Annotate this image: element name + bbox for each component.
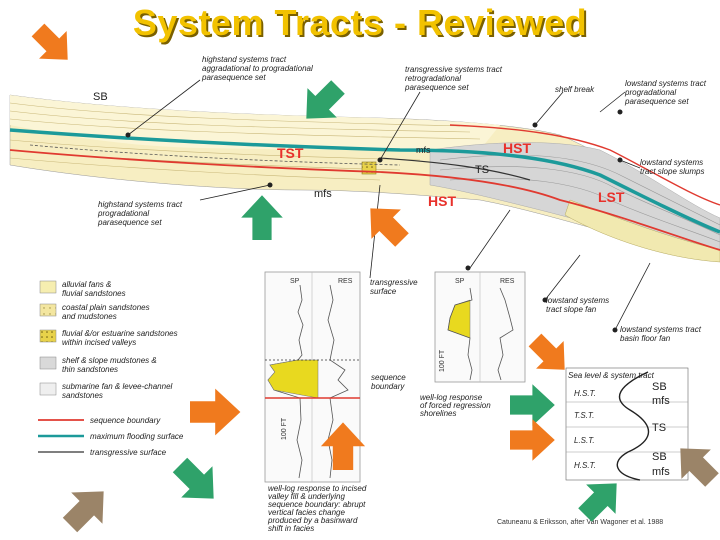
log-right-sp: SP bbox=[455, 278, 465, 285]
log-left-sp-fill bbox=[267, 359, 319, 399]
legend-swatch-submarine bbox=[39, 382, 57, 396]
summary-surface-mfs-2: mfs bbox=[652, 466, 670, 478]
green-arrow-summary bbox=[510, 384, 555, 426]
callout-highstand-prog: highstand systems tract progradational p… bbox=[97, 200, 184, 227]
legend-item-shelf: shelf & slope mudstones &thin sandstones bbox=[62, 356, 157, 374]
green-arrow-legend bbox=[172, 457, 214, 499]
basin-floor-fan bbox=[564, 199, 720, 263]
log-right-scale: 100 FT bbox=[439, 349, 446, 372]
mfs-line bbox=[9, 128, 720, 234]
legend-item-alluvial: alluvial fans &fluvial sandstones bbox=[62, 280, 126, 298]
callout-lowstand-basin: lowstand systems tract basin floor fan bbox=[620, 325, 703, 343]
annotation-arrows bbox=[31, 23, 719, 533]
orange-arrow-legend bbox=[190, 388, 241, 436]
dashed-surface bbox=[29, 144, 401, 166]
summary-tract-1: H.S.T. bbox=[574, 389, 596, 398]
cross-section bbox=[9, 94, 720, 263]
label-sb: SB bbox=[93, 91, 108, 103]
legend-swatch-shelf bbox=[39, 356, 57, 370]
label-mfs-lower: mfs bbox=[314, 188, 332, 200]
summary-surface-ts: TS bbox=[652, 422, 666, 434]
callout-lowstand-prog: lowstand systems tract progradational pa… bbox=[624, 79, 708, 106]
green-arrow-left-mid bbox=[241, 195, 283, 240]
log-right-sp-curve bbox=[447, 287, 473, 381]
summary-header: Sea level & system tract bbox=[568, 371, 655, 380]
credit-text: Catuneanu & Eriksson, after Van Wagoner … bbox=[497, 519, 663, 526]
well-log-left: SP RES 100 FT well-log response to incis… bbox=[264, 271, 369, 533]
green-arrow-summary-low bbox=[578, 483, 617, 522]
callout-transgressive-surface: transgressive surface bbox=[370, 278, 420, 296]
orange-arrow-log bbox=[320, 422, 366, 470]
brown-arrow-legend bbox=[62, 491, 104, 533]
log-right-res: RES bbox=[500, 278, 515, 285]
log-left-scale: 100 FT bbox=[281, 417, 288, 440]
summary-surface-sb-2: SB bbox=[652, 451, 667, 463]
label-hst-lower: HST bbox=[428, 193, 456, 209]
callout-shelf-break: shelf break bbox=[555, 85, 595, 94]
legend-label-sb: sequence boundary bbox=[90, 416, 161, 425]
orange-arrow-mid bbox=[370, 208, 409, 247]
callout-highstand-aggr: highstand systems tract aggradational to… bbox=[201, 55, 315, 82]
callout-lowstand-slumps: lowstand systems tract slope slumps bbox=[640, 158, 705, 176]
summary-surface-mfs-1: mfs bbox=[652, 395, 670, 407]
label-ts: TS bbox=[475, 164, 489, 176]
legend-label-ts: transgressive surface bbox=[90, 448, 167, 457]
callout-transgressive: transgressive systems tract retrogradati… bbox=[404, 65, 504, 92]
log-left-caption: well-log response to incised valley fill… bbox=[267, 484, 369, 533]
summary-column: Sea level & system tract H.S.T. T.S.T. L… bbox=[565, 367, 689, 481]
label-tst: TST bbox=[277, 145, 304, 161]
log-right-caption: well-log response of forced regression s… bbox=[420, 393, 493, 418]
slope-wedge bbox=[429, 142, 720, 251]
label-mfs-upper: mfs bbox=[416, 145, 431, 155]
summary-tract-3: L.S.T. bbox=[574, 436, 595, 445]
legend-label-mfs: maximum flooding surface bbox=[90, 432, 184, 441]
summary-tract-2: T.S.T. bbox=[574, 411, 594, 420]
label-hst-upper: HST bbox=[503, 140, 531, 156]
orange-arrow-summary-top bbox=[528, 333, 565, 370]
transgressive-surface-line bbox=[379, 157, 531, 181]
summary-surface-sb-1: SB bbox=[652, 381, 667, 393]
log-left-res: RES bbox=[338, 278, 353, 285]
label-lst: LST bbox=[598, 189, 625, 205]
legend-swatch-incised bbox=[39, 329, 57, 343]
callout-lowstand-fan: lowstand systems tract slope fan bbox=[546, 296, 611, 314]
green-arrow-top-center bbox=[306, 80, 345, 119]
brown-arrow-summary bbox=[680, 448, 719, 487]
summary-tract-4: H.S.T. bbox=[574, 461, 596, 470]
orange-arrow-summary-mid bbox=[510, 419, 555, 461]
legend-swatch-alluvial bbox=[39, 280, 57, 294]
log-left-sp: SP bbox=[290, 278, 300, 285]
legend-swatch-coastal bbox=[39, 303, 57, 317]
sequence-boundary-line bbox=[9, 149, 720, 251]
log-right-res-curve bbox=[497, 287, 514, 381]
legend: alluvial fans &fluvial sandstones coasta… bbox=[38, 280, 184, 457]
slide-title: System Tracts - Reviewed bbox=[132, 2, 588, 43]
sea-level-curve bbox=[616, 371, 650, 481]
callout-sequence-boundary: sequence boundary bbox=[371, 373, 408, 391]
upper-sequence-boundary bbox=[449, 124, 720, 206]
well-log-right: SP RES 100 FT well-log response of force… bbox=[420, 271, 526, 418]
coastal-layers bbox=[10, 95, 500, 150]
orange-arrow-top-left bbox=[31, 23, 68, 60]
